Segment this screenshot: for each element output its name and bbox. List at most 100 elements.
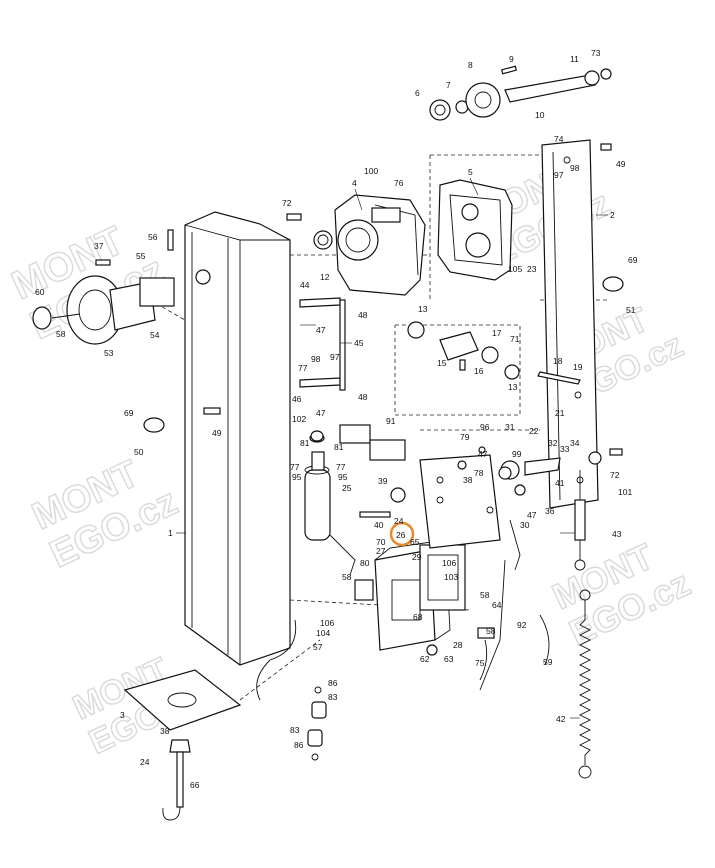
base-plate	[123, 669, 242, 821]
part-label: 46	[292, 394, 302, 404]
part-label: 69	[124, 408, 134, 418]
part-label: 34	[570, 438, 580, 448]
part-label: 96	[480, 422, 490, 432]
part-label: 58	[342, 572, 352, 582]
relay-pair	[339, 424, 406, 461]
part-label: 2	[610, 210, 615, 220]
part-label: 16	[474, 366, 484, 376]
part-label: 18	[553, 356, 563, 366]
part-label: 66	[190, 780, 200, 790]
part-label: 31	[505, 422, 515, 432]
part-label: 37	[94, 241, 104, 251]
part-label: 5	[468, 167, 473, 177]
part-label: 75	[475, 658, 485, 668]
part-label: 47	[527, 510, 537, 520]
part-label: 12	[320, 272, 330, 282]
part-label: 40	[374, 520, 384, 530]
part-label: 28	[453, 640, 463, 650]
part-label: 98	[570, 163, 580, 173]
part-label: 24	[140, 757, 150, 767]
part-label: 51	[626, 305, 636, 315]
part-label: 95	[338, 472, 348, 482]
part-label: 4	[352, 178, 357, 188]
part-label: 72	[610, 470, 620, 480]
control-box	[354, 539, 466, 651]
part-label: 10	[535, 110, 545, 120]
part-label: 23	[527, 264, 537, 274]
part-label: 102	[292, 414, 306, 424]
part-label: 32	[548, 438, 558, 448]
part-label: 57	[313, 642, 323, 652]
shaft-assembly	[429, 65, 612, 121]
highlight-ring	[389, 521, 415, 547]
part-label: 80	[360, 558, 370, 568]
fasteners	[95, 143, 624, 656]
part-label: 65	[410, 537, 420, 547]
part-label: 22	[529, 426, 539, 436]
part-label: 36	[545, 506, 555, 516]
part-label: 79	[460, 432, 470, 442]
part-label: 78	[474, 468, 484, 478]
part-label: 13	[508, 382, 518, 392]
part-label: 49	[212, 428, 222, 438]
part-label: 47	[316, 408, 326, 418]
part-label: 69	[628, 255, 638, 265]
part-label: 45	[354, 338, 364, 348]
part-label: 104	[316, 628, 330, 638]
part-label: 6	[415, 88, 420, 98]
part-label: 105	[508, 264, 522, 274]
part-label: 13	[418, 304, 428, 314]
part-label: 48	[358, 392, 368, 402]
capacitor	[304, 433, 356, 576]
part-label: 72	[282, 198, 292, 208]
part-label: 49	[616, 159, 626, 169]
part-label: 8	[468, 60, 473, 70]
part-label: 58	[480, 590, 490, 600]
main-column	[184, 211, 291, 666]
part-label: 50	[134, 447, 144, 457]
tension-spring	[574, 470, 592, 779]
part-label: 54	[150, 330, 160, 340]
part-label: 9	[509, 54, 514, 64]
part-label: 86	[294, 740, 304, 750]
part-label: 19	[573, 362, 583, 372]
part-label: 100	[364, 166, 378, 176]
part-label: 3	[120, 710, 125, 720]
fan-assembly	[32, 229, 175, 345]
part-label: 29	[412, 552, 422, 562]
part-label: 38	[463, 475, 473, 485]
part-label: 38	[160, 726, 170, 736]
part-label: 86	[328, 678, 338, 688]
part-label: 76	[394, 178, 404, 188]
part-label: 60	[35, 287, 45, 297]
part-label: 106	[442, 558, 456, 568]
motor-housing	[313, 194, 426, 296]
part-label: 99	[512, 449, 522, 459]
worm-shaft	[407, 321, 581, 385]
part-label: 81	[300, 438, 310, 448]
part-label: 101	[618, 487, 632, 497]
part-labels: 1 2 3 4 5 6 7 8 9 10 11 12 13 13 15 16 1…	[35, 48, 638, 790]
part-label: 39	[378, 476, 388, 486]
part-label: 77	[336, 462, 346, 472]
leader-lines	[176, 177, 608, 719]
part-label: 56	[148, 232, 158, 242]
part-label: 83	[328, 692, 338, 702]
part-label: 1	[168, 528, 173, 538]
part-label: 97	[554, 170, 564, 180]
part-label: 27	[376, 546, 386, 556]
part-label: 11	[570, 54, 579, 64]
part-label: 92	[517, 620, 527, 630]
part-label: 63	[444, 654, 454, 664]
part-label: 58	[56, 329, 66, 339]
part-label: 64	[492, 600, 502, 610]
side-plate	[541, 139, 599, 509]
part-label: 98	[311, 354, 321, 364]
part-label: 91	[386, 416, 396, 426]
part-label: 70	[376, 537, 386, 547]
part-label: 59	[543, 657, 553, 667]
part-label: 73	[591, 48, 601, 58]
part-label: 7	[446, 80, 451, 90]
part-label: 81	[334, 442, 344, 452]
